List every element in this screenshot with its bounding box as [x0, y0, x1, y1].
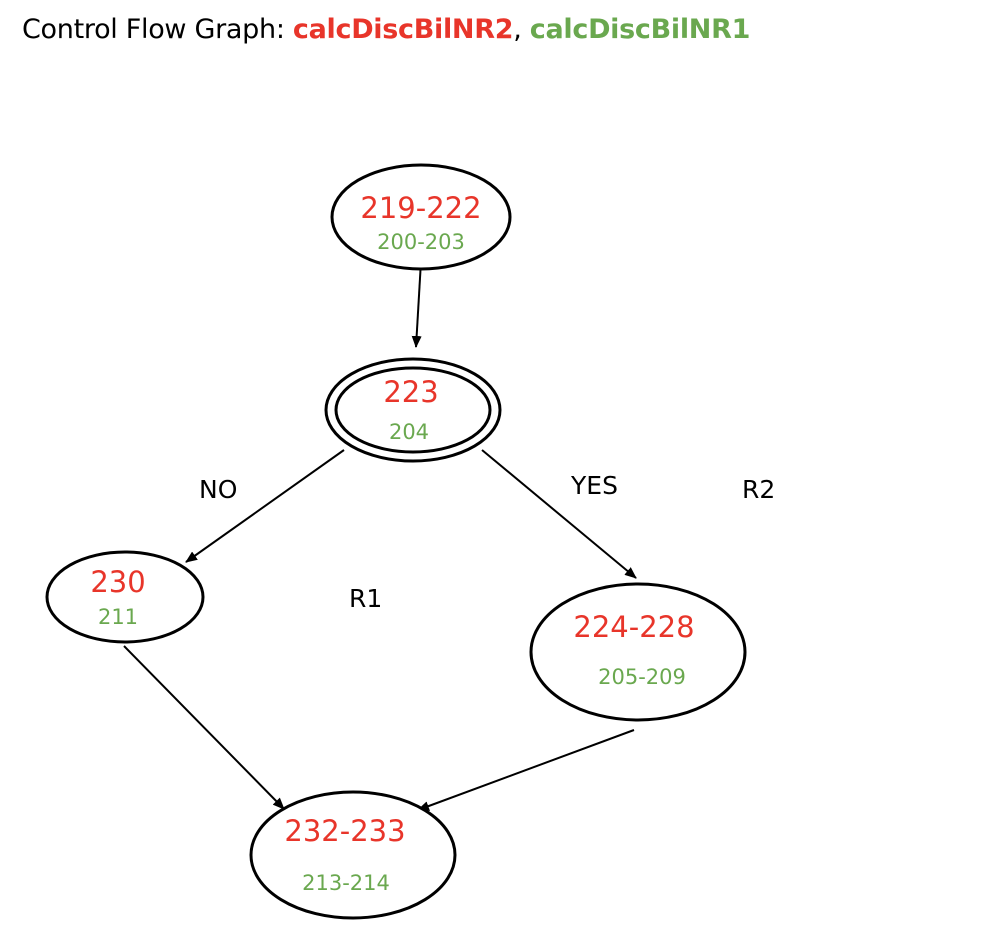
- diagram-title: Control Flow Graph: calcDiscBilNR2, calc…: [22, 14, 750, 45]
- title-prefix: Control Flow Graph:: [22, 14, 293, 45]
- node-230: 230 211: [45, 550, 205, 644]
- node-223: 223 204: [324, 357, 502, 463]
- node-secondary-label: 213-214: [302, 871, 390, 895]
- node-ellipse: [249, 790, 457, 920]
- title-separator: ,: [513, 14, 530, 45]
- node-ellipse: [45, 550, 205, 644]
- title-function1: calcDiscBilNR1: [529, 14, 751, 45]
- node-224-228: 224-228 205-209: [529, 582, 747, 722]
- node-primary-label: 230: [90, 565, 145, 599]
- edge-n2-n4: [481, 449, 637, 579]
- edges: [123, 260, 637, 811]
- region-label-r2: R2: [742, 475, 775, 504]
- edge-n1-n2: [411, 260, 422, 348]
- node-232-233: 232-233 213-214: [249, 790, 457, 920]
- node-ellipse: [330, 163, 512, 271]
- title-function2: calcDiscBilNR2: [292, 14, 514, 45]
- node-secondary-label: 211: [98, 605, 138, 629]
- node-secondary-label: 204: [389, 420, 429, 444]
- edge-n4-n5: [417, 729, 635, 811]
- node-ellipse-inner: [334, 366, 492, 454]
- node-primary-label: 224-228: [573, 610, 694, 644]
- node-219-222: 219-222 200-203: [330, 163, 512, 271]
- node-ellipse: [529, 582, 747, 722]
- edge-n3-n5: [123, 645, 285, 810]
- node-primary-label: 232-233: [284, 814, 405, 848]
- edge-label-no: NO: [199, 475, 237, 504]
- edge-label-yes: YES: [570, 471, 618, 500]
- region-label-r1: R1: [349, 584, 382, 613]
- node-secondary-label: 200-203: [377, 230, 465, 254]
- edge-n2-n3: [185, 449, 345, 563]
- node-secondary-label: 205-209: [598, 665, 686, 689]
- node-primary-label: 223: [383, 375, 438, 409]
- node-primary-label: 219-222: [360, 191, 481, 225]
